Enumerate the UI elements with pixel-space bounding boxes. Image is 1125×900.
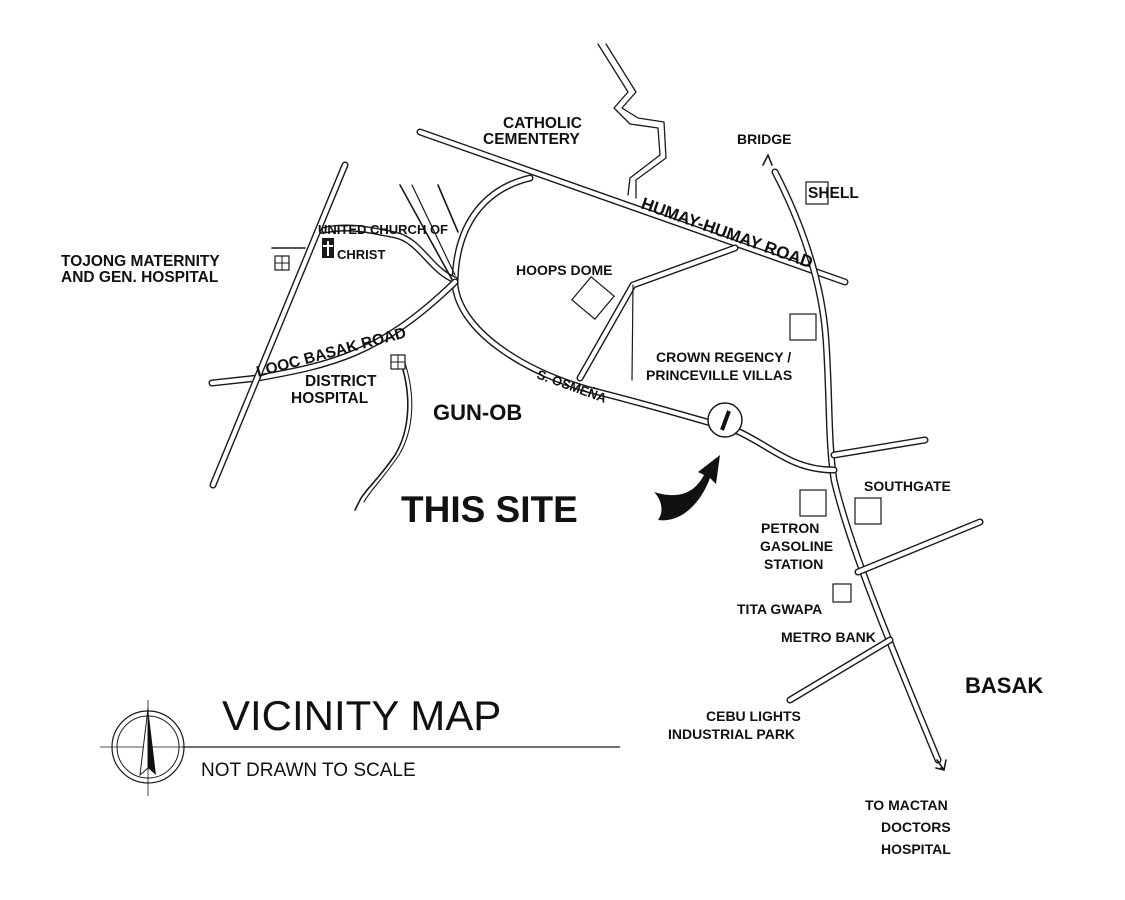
label-mactan-1: TO MACTAN xyxy=(865,797,948,813)
label-shell: SHELL xyxy=(808,185,859,202)
hoops-dome-building xyxy=(571,276,615,320)
cebu-lights-road xyxy=(786,636,894,704)
label-petron-1: PETRON xyxy=(761,520,819,536)
crown-regency-building xyxy=(789,313,817,341)
north-arrow-icon xyxy=(100,700,196,796)
petron-building xyxy=(799,489,827,517)
label-hoops-dome: HOOPS DOME xyxy=(516,262,612,278)
label-cebu-lights-1: CEBU LIGHTS xyxy=(706,708,801,724)
tita-gwapa-building xyxy=(832,583,852,603)
church-road xyxy=(321,224,459,284)
label-mactan-3: HOSPITAL xyxy=(881,841,951,857)
label-s-osmena: S. OSMEÑA xyxy=(535,367,609,406)
label-district-2: HOSPITAL xyxy=(291,390,368,407)
label-metro-bank: METRO BANK xyxy=(781,629,876,645)
humay-humay-road xyxy=(416,128,849,286)
road-network xyxy=(208,43,984,771)
buildings xyxy=(274,181,882,603)
label-crown-2: PRINCEVILLE VILLAS xyxy=(646,367,792,383)
west-road xyxy=(209,161,349,489)
label-gun-ob: GUN-OB xyxy=(433,400,522,425)
label-district-1: DISTRICT xyxy=(305,373,377,390)
curved-arrow-icon xyxy=(654,455,720,521)
label-united-church-2: CHRIST xyxy=(337,247,385,262)
label-petron-2: GASOLINE xyxy=(760,538,833,554)
s-osmena-road xyxy=(451,174,838,474)
label-tojong-1: TOJONG MATERNITY xyxy=(61,253,220,270)
label-united-church-1: UNITED CHURCH OF xyxy=(318,222,448,237)
shell-building xyxy=(805,181,829,205)
label-southgate: SOUTHGATE xyxy=(864,478,951,494)
title-block: VICINITY MAP NOT DRAWN TO SCALE xyxy=(100,692,620,796)
label-tita-gwapa: TITA GWAPA xyxy=(737,601,822,617)
label-mactan-2: DOCTORS xyxy=(881,819,951,835)
label-bridge: BRIDGE xyxy=(737,131,791,147)
label-tojong-2: AND GEN. HOSPITAL xyxy=(61,269,218,286)
map-title: VICINITY MAP xyxy=(222,692,501,739)
map-subtitle: NOT DRAWN TO SCALE xyxy=(201,760,416,781)
east-lower-road xyxy=(854,518,984,576)
label-basak: BASAK xyxy=(965,673,1043,698)
label-catholic-1: CATHOLIC xyxy=(503,115,582,132)
inner-road xyxy=(576,244,739,382)
label-petron-3: STATION xyxy=(764,556,823,572)
label-crown-1: CROWN REGENCY / xyxy=(656,349,791,365)
label-catholic-2: CEMENTERY xyxy=(483,131,580,148)
label-cebu-lights-2: INDUSTRIAL PARK xyxy=(668,726,795,742)
east-main-road xyxy=(771,168,942,764)
site-marker-icon xyxy=(707,402,743,438)
southgate-building xyxy=(854,497,882,525)
cross-icon xyxy=(322,238,334,258)
looc-basak-road xyxy=(208,278,459,387)
label-this-site: THIS SITE xyxy=(401,489,578,530)
labels: CATHOLIC CEMENTERY BRIDGE SHELL HUMAY-HU… xyxy=(61,115,1043,857)
southgate-road xyxy=(830,436,929,459)
